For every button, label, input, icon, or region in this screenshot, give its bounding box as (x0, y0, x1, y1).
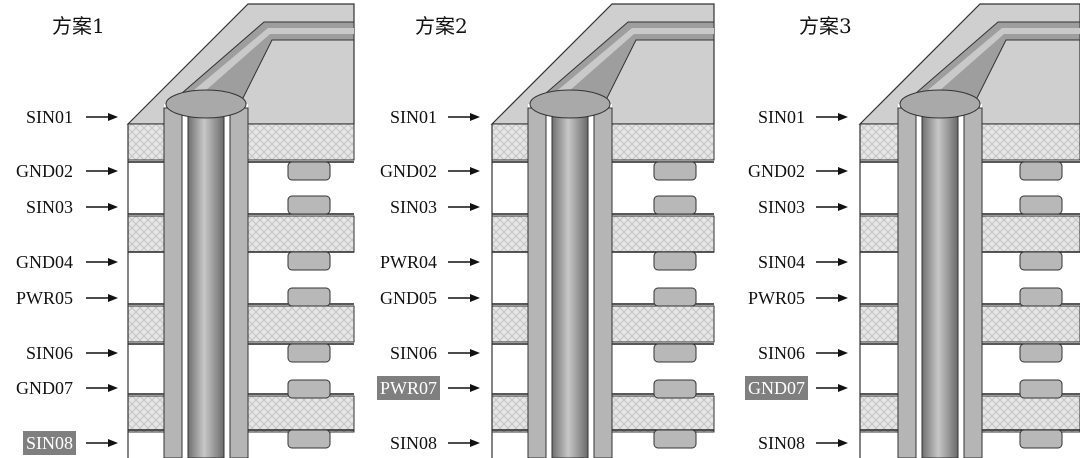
layer-arrow (816, 167, 848, 175)
layer-label-gnd04: GND04 (16, 252, 73, 272)
stackup-cross-section (86, 3, 355, 458)
layer-arrow (448, 384, 480, 392)
layer-label-sin06: SIN06 (757, 343, 805, 363)
layer-arrow (86, 167, 118, 175)
copper-pad (1019, 251, 1063, 271)
layer-label-sin08: SIN08 (22, 431, 76, 455)
copper-pad (653, 195, 697, 215)
copper-pad (1019, 343, 1063, 363)
layer-label-gnd05: GND05 (380, 288, 437, 308)
layer-label-sin04: SIN04 (757, 252, 805, 272)
stackup-cross-section (816, 3, 1080, 458)
layer-arrow (448, 203, 480, 211)
via-wall-right (229, 107, 249, 458)
layer-label-gnd07: GND07 (745, 376, 808, 400)
copper-pad (1019, 161, 1063, 181)
layer-label-sin03: SIN03 (757, 197, 805, 217)
layer-arrow (86, 113, 118, 121)
via-wall-left (897, 107, 917, 458)
layer-arrow (816, 294, 848, 302)
via-wall-left (527, 107, 547, 458)
layer-arrow (448, 349, 480, 357)
top-trace-highlight (194, 28, 354, 92)
via-cap (529, 89, 611, 119)
copper-pad (287, 379, 331, 399)
via-cap (899, 89, 981, 119)
layer-label-gnd02: GND02 (748, 161, 805, 181)
layer-arrow (816, 439, 848, 447)
panel-title: 方案2 (415, 14, 468, 38)
copper-pad (653, 161, 697, 181)
copper-pad (653, 343, 697, 363)
layer-label-sin01: SIN01 (25, 107, 73, 127)
layer-arrow (448, 113, 480, 121)
panel-title: 方案1 (52, 14, 105, 38)
layer-label-pwr07: PWR07 (376, 376, 440, 400)
copper-pad (1019, 429, 1063, 449)
layer-arrow (448, 294, 480, 302)
copper-pad (1019, 195, 1063, 215)
copper-pad (287, 195, 331, 215)
via-barrel (551, 99, 589, 458)
via-cap (165, 89, 247, 119)
copper-pad (1019, 379, 1063, 399)
copper-pad (287, 251, 331, 271)
via-barrel (187, 99, 225, 458)
layer-arrow (816, 113, 848, 121)
layer-label-gnd02: GND02 (16, 161, 73, 181)
panel-title: 方案3 (799, 14, 852, 38)
layer-arrow (86, 384, 118, 392)
layer-arrow (816, 203, 848, 211)
copper-pad (287, 287, 331, 307)
layer-label-sin06: SIN06 (25, 343, 73, 363)
layer-arrow (86, 203, 118, 211)
layer-arrow (816, 349, 848, 357)
layer-label-gnd02: GND02 (380, 161, 437, 181)
top-trace-highlight (928, 28, 1080, 92)
copper-pad (653, 379, 697, 399)
layer-label-sin01: SIN01 (389, 107, 437, 127)
layer-arrow (86, 349, 118, 357)
copper-pad (287, 161, 331, 181)
copper-pad (653, 287, 697, 307)
top-trace-highlight (558, 28, 714, 92)
layer-label-pwr04: PWR04 (379, 252, 437, 272)
layer-label-sin06: SIN06 (389, 343, 437, 363)
layer-arrow (816, 258, 848, 266)
via-wall-left (163, 107, 183, 458)
layer-label-pwr05: PWR05 (15, 288, 73, 308)
layer-arrow (86, 294, 118, 302)
via-wall-right (963, 107, 983, 458)
layer-arrow (86, 439, 118, 447)
layer-label-sin08: SIN08 (757, 433, 805, 453)
layer-arrow (448, 167, 480, 175)
layer-label-pwr05: PWR05 (747, 288, 805, 308)
via-wall-right (593, 107, 613, 458)
layer-arrow (448, 258, 480, 266)
copper-pad (653, 251, 697, 271)
layer-label-sin03: SIN03 (25, 197, 73, 217)
layer-label-sin01: SIN01 (757, 107, 805, 127)
copper-pad (287, 429, 331, 449)
via-barrel (921, 99, 959, 458)
layer-arrow (816, 384, 848, 392)
layer-label-sin03: SIN03 (389, 197, 437, 217)
layer-label-gnd07: GND07 (16, 378, 73, 398)
layer-arrow (86, 258, 118, 266)
copper-pad (653, 429, 697, 449)
stackup-cross-section (448, 3, 715, 458)
copper-pad (287, 343, 331, 363)
layer-label-sin08: SIN08 (389, 433, 437, 453)
copper-pad (1019, 287, 1063, 307)
layer-arrow (448, 439, 480, 447)
